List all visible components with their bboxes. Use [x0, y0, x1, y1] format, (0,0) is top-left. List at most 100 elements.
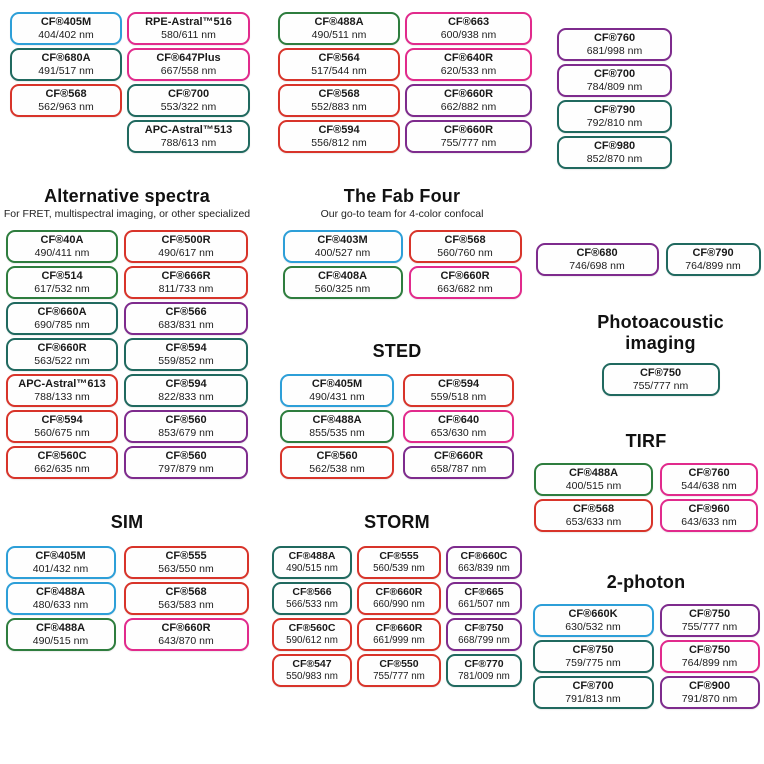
dye-name: CF®555: [379, 550, 419, 562]
dye-wavelengths: 560/760 nm: [437, 247, 493, 259]
dye-wavelengths: 580/611 nm: [161, 29, 216, 41]
dye-wavelengths: 661/507 nm: [458, 599, 510, 610]
dye-wavelengths: 562/963 nm: [38, 101, 94, 113]
section-alternative-spectra: Alternative spectra For FRET, multispect…: [3, 186, 251, 482]
dye-name: CF®566: [292, 586, 332, 598]
dye-name: CF®560C: [288, 622, 336, 634]
dye-wavelengths: 563/583 nm: [158, 599, 214, 611]
dye-name: CF®405M: [35, 550, 86, 562]
dye-wavelengths: 662/635 nm: [34, 463, 90, 475]
dye-wavelengths: 811/733 nm: [158, 283, 214, 295]
dye-name: CF®594: [165, 378, 207, 390]
dye-name: CF®405M: [311, 378, 363, 390]
dye-name: CF®564: [318, 52, 360, 64]
sim-title: SIM: [110, 512, 144, 532]
dye-wavelengths: 550/983 nm: [286, 671, 338, 682]
fab-four-subtitle: Our go-to team for 4-color confocal: [320, 208, 484, 220]
dye-wavelengths: 490/617 nm: [158, 247, 214, 259]
dye-name: CF®750: [639, 367, 682, 379]
dye-name: CF®666R: [161, 270, 211, 282]
dye-wavelengths: 660/990 nm: [373, 599, 425, 610]
dye-name: CF®660R: [161, 622, 211, 634]
dye-wavelengths: 559/518 nm: [430, 391, 487, 403]
alternative-spectra-subtitle: For FRET, multispectral imaging, or othe…: [3, 208, 251, 220]
dye-name: CF®660R: [443, 124, 494, 136]
dye-name: CF®488A: [314, 16, 364, 28]
dye-name: CF®560C: [37, 450, 87, 462]
dye-wavelengths: 788/133 nm: [34, 391, 90, 403]
dye-name: CF®647Plus: [156, 52, 221, 64]
dye-name: CF®700: [572, 680, 614, 692]
dye-name: CF®408A: [317, 270, 368, 282]
dye-wavelengths: 755/777 nm: [373, 671, 425, 682]
dye-wavelengths: 562/538 nm: [309, 463, 365, 475]
dye-wavelengths: 560/325 nm: [314, 283, 371, 295]
dye-name: CF®660K: [568, 608, 618, 620]
dye-wavelengths: 490/511 nm: [311, 29, 367, 41]
dye-wavelengths: 681/998 nm: [586, 45, 643, 57]
tirf-title: TIRF: [625, 431, 667, 451]
dye-wavelengths: 560/539 nm: [373, 563, 425, 574]
dye-name: CF®594: [318, 124, 360, 136]
dye-wavelengths: 563/522 nm: [34, 355, 90, 367]
dye-name: CF®900: [688, 680, 731, 692]
dye-wavelengths: 643/870 nm: [158, 635, 214, 647]
dye-name: CF®665: [464, 586, 504, 598]
section-fab-four: The Fab Four Our go-to team for 4-color …: [274, 186, 530, 302]
dye-wavelengths: 563/550 nm: [158, 563, 214, 575]
dye-name: CF®750: [688, 608, 731, 620]
dye-name: CF®700: [593, 68, 636, 80]
dye-name: CF®660R: [443, 88, 494, 100]
dye-name: CF®750: [688, 644, 731, 656]
dye-name: CF®760: [688, 467, 730, 479]
dye-wavelengths: 490/411 nm: [34, 247, 90, 259]
dye-name: CF®550: [379, 658, 419, 670]
dye-name: CF®547: [292, 658, 332, 670]
dye-wavelengths: 764/899 nm: [685, 260, 741, 272]
dye-name: CF®488A: [312, 414, 362, 426]
alternative-spectra-title: Alternative spectra: [44, 186, 210, 206]
dye-wavelengths: 600/938 nm: [440, 29, 497, 41]
